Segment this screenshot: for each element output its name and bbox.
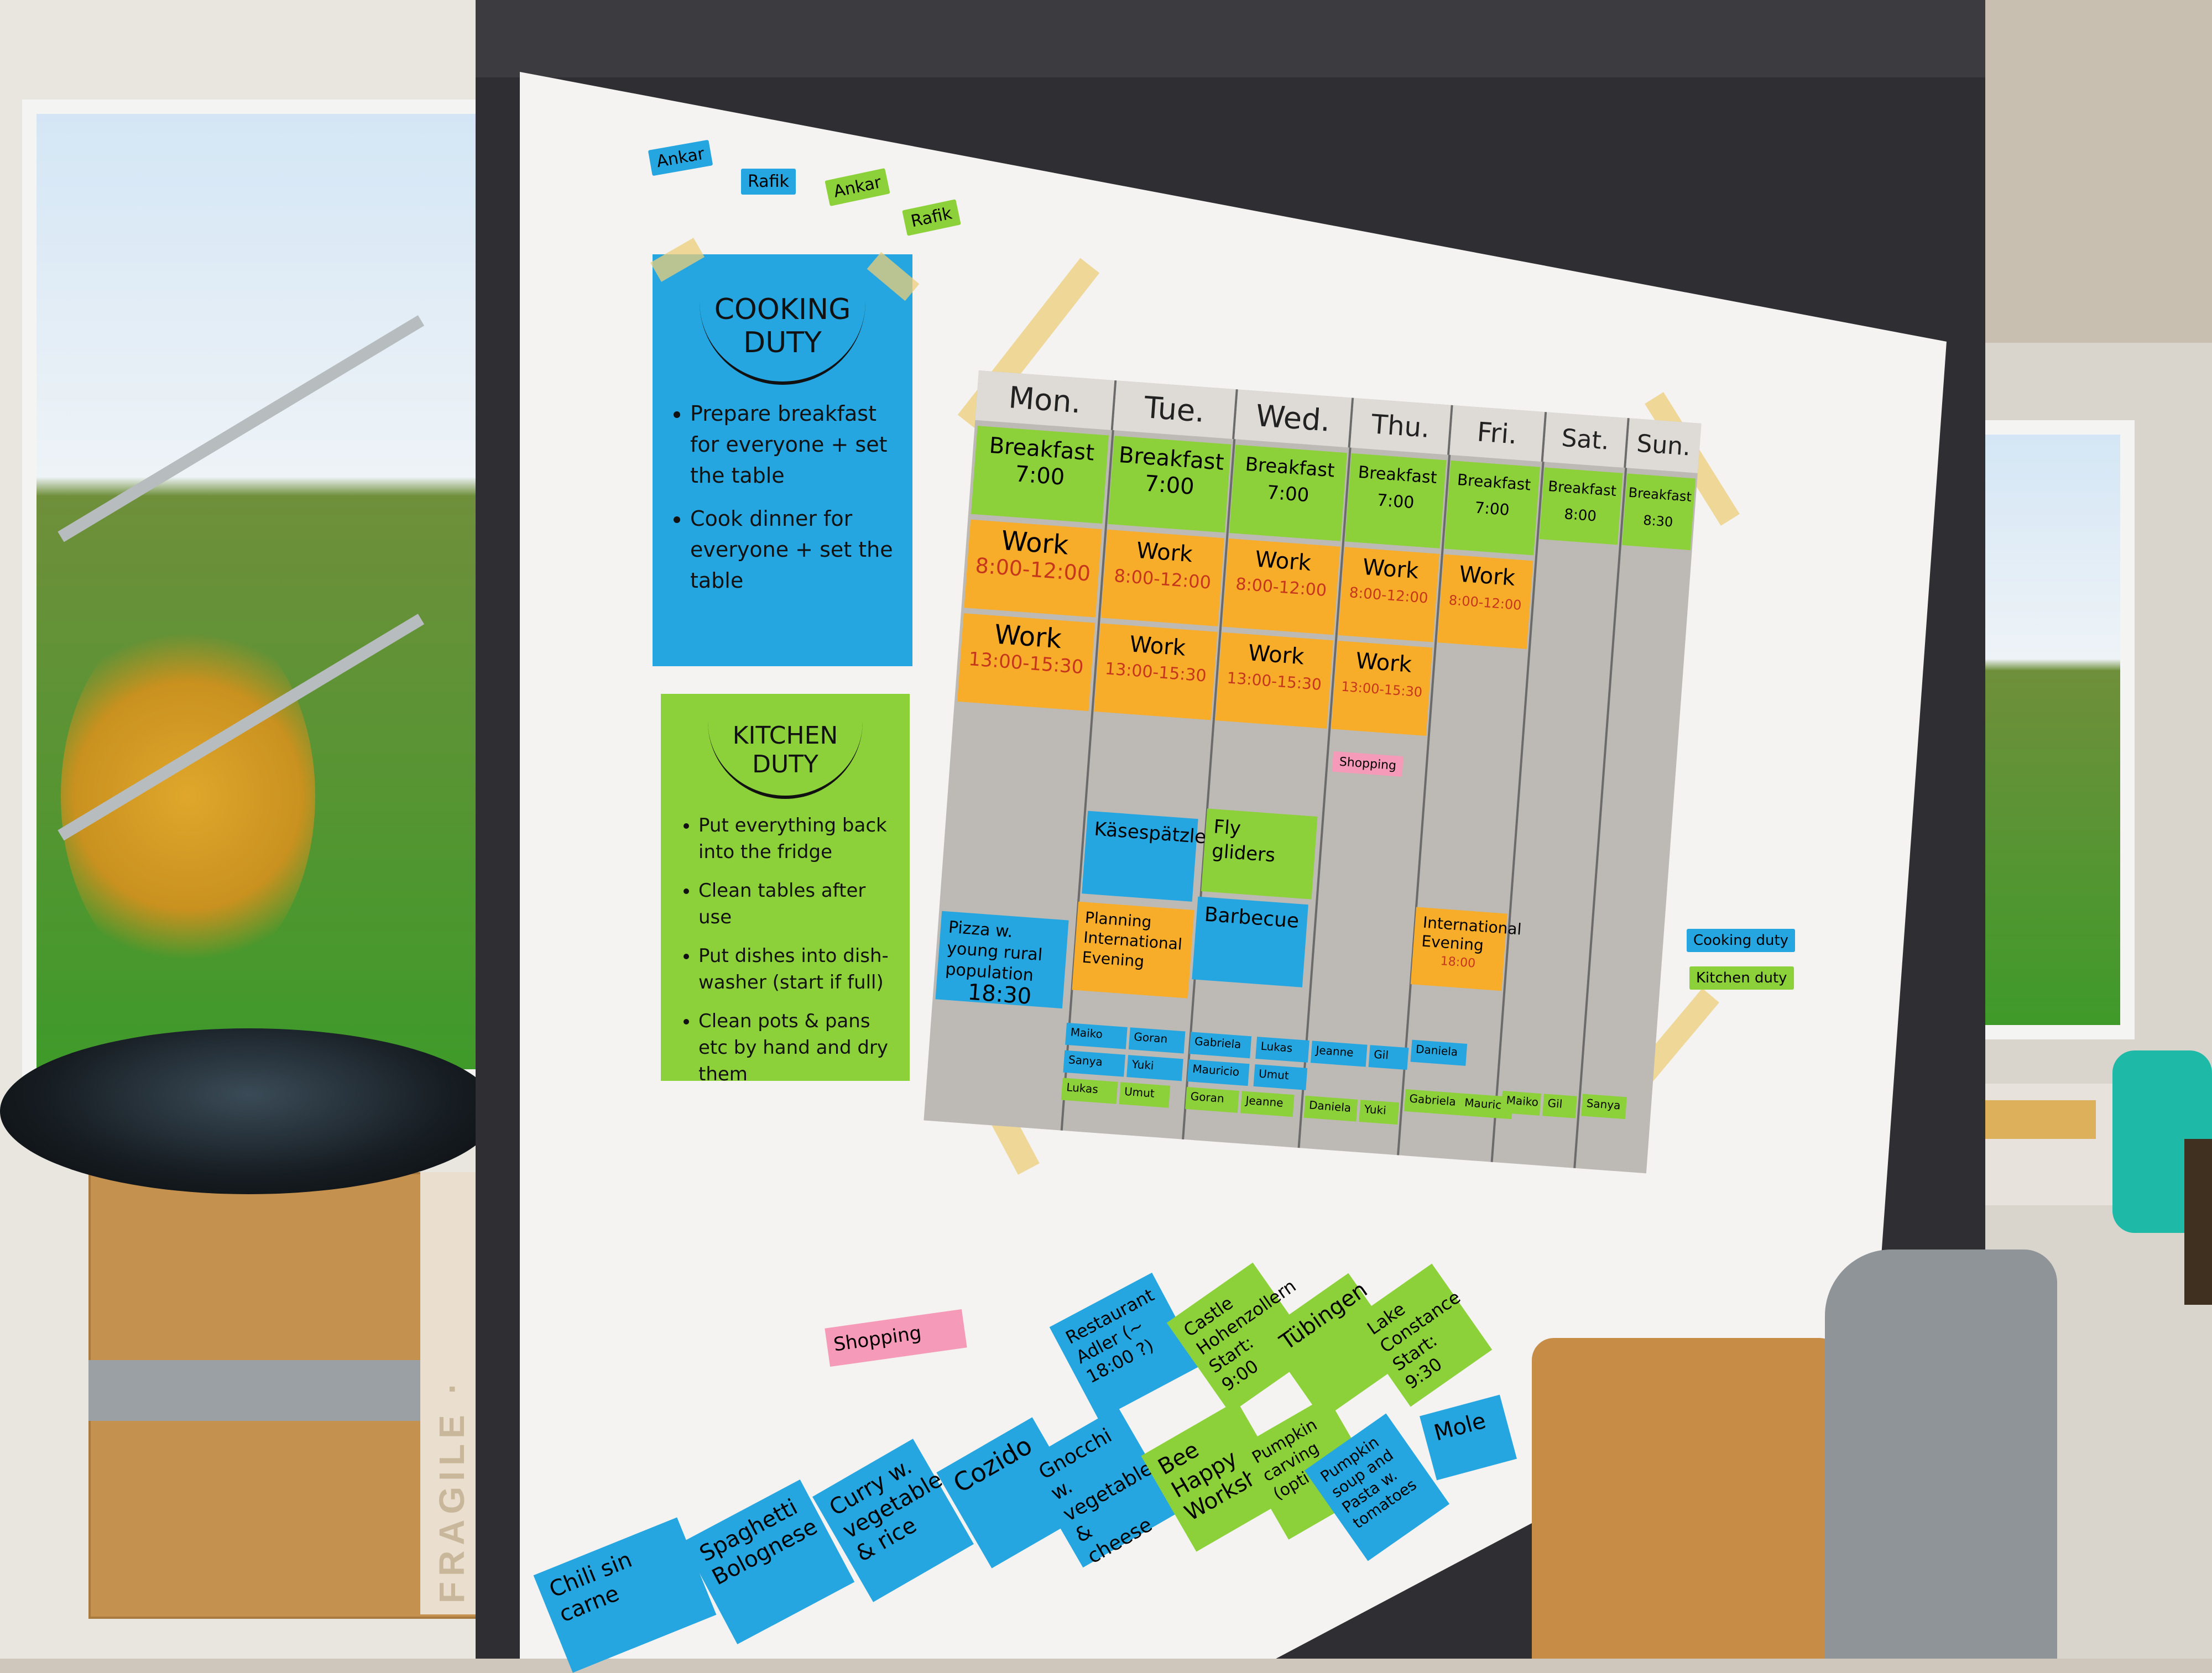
kitchen-name-tag: Gabriela	[1404, 1089, 1461, 1116]
weekly-schedule: Mon. Tue. Wed. Thu. Fri. Sat. Sun. Break…	[924, 370, 1702, 1174]
cooking-name-tag: Gil	[1368, 1045, 1409, 1070]
kitchen-duty-item: Put everything back into the fridge	[698, 812, 891, 865]
kitchen-duty-item: Put dishes into dish-washer (start if fu…	[698, 943, 891, 996]
kitchen-name-tag: Goran	[1185, 1087, 1239, 1113]
legend-cooking-duty: Cooking duty	[1687, 929, 1796, 952]
day-header-sun: Sun.	[1626, 418, 1702, 473]
day-header-tue: Tue.	[1113, 380, 1238, 440]
event-fly-gliders: Fly gliders	[1201, 808, 1318, 900]
cooking-duty-title: COOKING DUTY	[700, 276, 865, 385]
cooking-duty-item: Prepare breakfast for everyone + set the…	[690, 398, 894, 491]
kitchen-name-tag: Daniela	[1303, 1095, 1358, 1122]
kitchen-name-tag: Sanya	[1581, 1094, 1627, 1120]
grey-jacket	[1825, 1249, 2057, 1659]
cooking-name-tag: Gabriela	[1189, 1032, 1252, 1059]
cooking-name-tag: Mauricio	[1187, 1059, 1250, 1086]
kitchen-name-tag: Yuki	[1359, 1100, 1400, 1125]
cooking-name-tag: Daniela	[1410, 1039, 1468, 1066]
kitchen-duty-poster: KITCHEN DUTY Put everything back into th…	[661, 694, 910, 1081]
cooking-name-tag: Yuki	[1126, 1055, 1183, 1081]
day-header-wed: Wed.	[1234, 389, 1354, 448]
bottle	[2184, 1139, 2212, 1305]
cooking-name-tag: Lukas	[1255, 1037, 1310, 1063]
kitchen-name-tag: Gil	[1542, 1094, 1577, 1118]
kitchen-name-tag: Maiko	[1501, 1090, 1541, 1116]
kitchen-duty-item: Clean tables after use	[698, 877, 891, 930]
screen-top-bar	[476, 0, 1985, 77]
event-kasespatzle: Käsespätzle	[1082, 811, 1207, 902]
day-header-thu: Thu.	[1350, 398, 1453, 455]
cooking-name-tag: Maiko	[1065, 1022, 1128, 1049]
event-planning: Planning International Evening	[1072, 901, 1194, 998]
column-divider	[1573, 468, 1627, 1168]
shopping-tag: Shopping	[1332, 751, 1404, 777]
kitchen-name-tag: Jeanne	[1240, 1091, 1295, 1117]
cooking-duty-item: Cook dinner for everyone + set the table	[690, 503, 894, 596]
cooking-name-tag: Jeanne	[1310, 1041, 1368, 1067]
cooking-duty-poster: COOKING DUTY Prepare breakfast for every…	[653, 254, 912, 666]
day-header-fri: Fri.	[1449, 405, 1547, 462]
wooden-chair	[1532, 1338, 1841, 1659]
kitchen-name-tag: Umut	[1119, 1082, 1171, 1108]
cooking-name-tag: Goran	[1128, 1027, 1186, 1054]
name-tag: Rafik	[741, 169, 796, 195]
ceiling	[1969, 0, 2212, 343]
cooking-name-tag: Umut	[1253, 1064, 1308, 1090]
black-tray	[0, 1028, 498, 1194]
day-header-sat: Sat.	[1543, 412, 1630, 468]
event-barbecue: Barbecue	[1192, 896, 1308, 987]
autumn-tree	[61, 608, 315, 984]
kitchen-duty-item: Clean pots & pans etc by hand and dry th…	[698, 1008, 891, 1081]
legend-kitchen-duty: Kitchen duty	[1689, 966, 1794, 990]
cooking-name-tag: Sanya	[1063, 1050, 1126, 1077]
day-header-mon: Mon.	[975, 370, 1117, 431]
kitchen-duty-title: KITCHEN DUTY	[708, 716, 863, 799]
kitchen-name-tag: Lukas	[1061, 1078, 1118, 1104]
